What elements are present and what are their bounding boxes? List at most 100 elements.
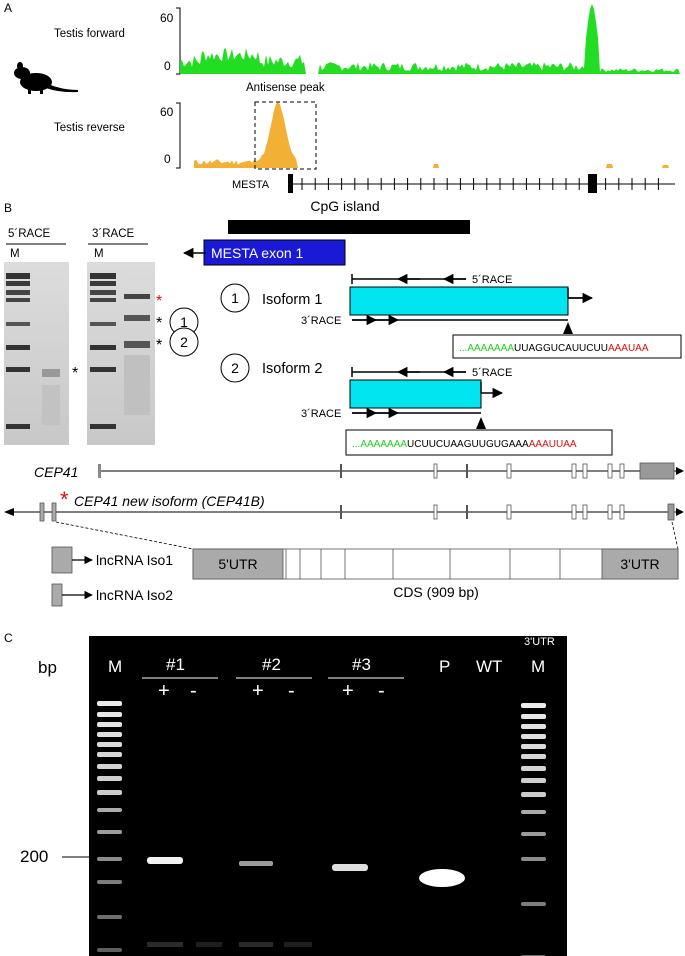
seq2-polya: AAAAAAA	[360, 439, 407, 450]
group2-minus: -	[288, 680, 295, 702]
seq2-signal: AAAUUAA	[529, 439, 577, 450]
lncrna-iso1-label: lncRNA Iso1	[96, 552, 173, 568]
ladder-band	[521, 734, 546, 739]
ladder-band	[521, 832, 546, 836]
forward-ymin: 0	[164, 59, 171, 73]
ladder-band	[97, 776, 122, 781]
isoform1-sequence-box	[452, 334, 682, 359]
isoform2-sequence-box	[345, 429, 613, 456]
band-p	[419, 869, 465, 887]
isoform1-5race-label: 5´RACE	[472, 274, 512, 286]
antisense-peak-box	[254, 101, 317, 170]
seq2-mid: UCUUCUAAGUUGUGAAA	[407, 439, 529, 450]
ladder-band	[521, 810, 546, 814]
forward-axis: 60 0	[160, 7, 181, 75]
ladder-band	[521, 714, 546, 719]
pcr-gel-image	[89, 636, 567, 956]
lane-p: P	[439, 657, 450, 676]
band-3-plus	[332, 864, 368, 871]
group1-minus: -	[190, 680, 197, 702]
forward-ymax: 60	[160, 11, 174, 25]
size-200-label: 200	[20, 847, 48, 866]
isoform1-3race-label: 3´RACE	[301, 315, 341, 327]
ladder-band	[521, 703, 546, 708]
isoform2-diagram: 5´RACE 3´RACE	[301, 366, 512, 429]
panel-b-label: B	[4, 201, 12, 215]
lncrna-iso2-box	[51, 583, 63, 607]
gel-3race-band1-star: *	[156, 315, 162, 332]
mesta-exon1-box	[203, 239, 346, 266]
ladder-band	[97, 712, 122, 717]
cep41b-label: CEP41 new isoform (CEP41B)	[74, 493, 265, 509]
gel-3race-band2-star: *	[156, 337, 162, 354]
transcript-detail	[192, 548, 679, 580]
ladder-band	[97, 701, 122, 706]
gel-band2-number: 2	[180, 334, 188, 350]
seq1-dots: ...	[459, 343, 467, 354]
bp-label: bp	[38, 658, 57, 677]
gel-3race-red-star: *	[156, 293, 162, 310]
band-1-plus	[147, 857, 183, 864]
gel-3race-marker-label: M	[94, 248, 104, 260]
gel-5race-marker-label: M	[10, 248, 20, 260]
isoform1-sequence: ...AAAAAAAUUAGGUCAUUCUUAAAUAA	[459, 343, 649, 354]
group1-label: #1	[166, 655, 185, 674]
mesta-gene-model	[288, 174, 675, 193]
group3-label: #3	[352, 655, 371, 674]
ladder-band	[97, 790, 122, 795]
cpg-island-label: CpG island	[310, 198, 379, 214]
seq2-dots: ...	[352, 439, 360, 450]
ladder-band	[97, 742, 122, 747]
lane-m-right: M	[531, 657, 545, 676]
gel-band2-circle	[169, 327, 199, 357]
gel-band1-number: 1	[180, 314, 188, 330]
gel-5race-label: 5´RACE	[8, 228, 51, 240]
isoform2-sequence: ...AAAAAAAUCUUCUAAGUUGUGAAAAAAUUAA	[352, 439, 577, 450]
panel-a-label: A	[4, 1, 12, 15]
ladder-band	[97, 722, 122, 727]
ladder-band	[521, 902, 546, 906]
reverse-ymax: 60	[160, 105, 174, 119]
seq1-mid: UUAGGUCAUUCUU	[514, 343, 608, 354]
utr5-label: 5'UTR	[218, 556, 257, 572]
zoom-line-right	[671, 521, 679, 550]
gel-3race-label: 3´RACE	[92, 228, 135, 240]
gel-5race-image	[4, 262, 69, 445]
ladder-right	[521, 703, 546, 956]
cep41b-red-star: *	[60, 487, 69, 512]
isoform1-diagram: 5´RACE 3´RACE	[301, 273, 594, 334]
lncrna-iso2-label: lncRNA Iso2	[96, 587, 173, 603]
isoform2-label: Isoform 2	[262, 361, 322, 377]
cds-label: CDS (909 bp)	[393, 584, 479, 600]
gel-3race-image	[87, 262, 155, 445]
ladder-band	[97, 857, 122, 861]
isoform2-3race-label: 3´RACE	[301, 408, 341, 420]
ladder-band	[97, 808, 122, 812]
ladder-band	[521, 744, 546, 749]
ladder-band	[97, 764, 122, 769]
cep41-gene-model	[98, 462, 684, 480]
zoom-line-left	[55, 521, 194, 550]
group2-plus: +	[252, 680, 264, 702]
ladder-band	[97, 880, 122, 884]
group3-plus: +	[342, 680, 354, 702]
ladder-band	[97, 830, 122, 834]
ladder-band	[521, 724, 546, 729]
cpg-island-bar	[228, 220, 470, 234]
gel-5race-band-star: *	[72, 365, 78, 382]
mesta-label: MESTA	[232, 179, 270, 191]
mesta-exon1-label: MESTA exon 1	[211, 245, 304, 261]
isoform1-label: Isoform 1	[262, 292, 322, 308]
pcr-bands	[147, 857, 465, 947]
panel-c-label: C	[4, 631, 13, 645]
antisense-peak-label: Antisense peak	[246, 82, 325, 94]
isoform2-5race-label: 5´RACE	[472, 367, 512, 379]
ladder-band	[521, 754, 546, 759]
ladder-band	[521, 792, 546, 797]
ladder-band	[97, 915, 122, 919]
ladder-band	[97, 732, 122, 737]
ladder-left	[97, 701, 122, 952]
group1-plus: +	[158, 680, 170, 702]
forward-coverage-track	[180, 4, 680, 74]
